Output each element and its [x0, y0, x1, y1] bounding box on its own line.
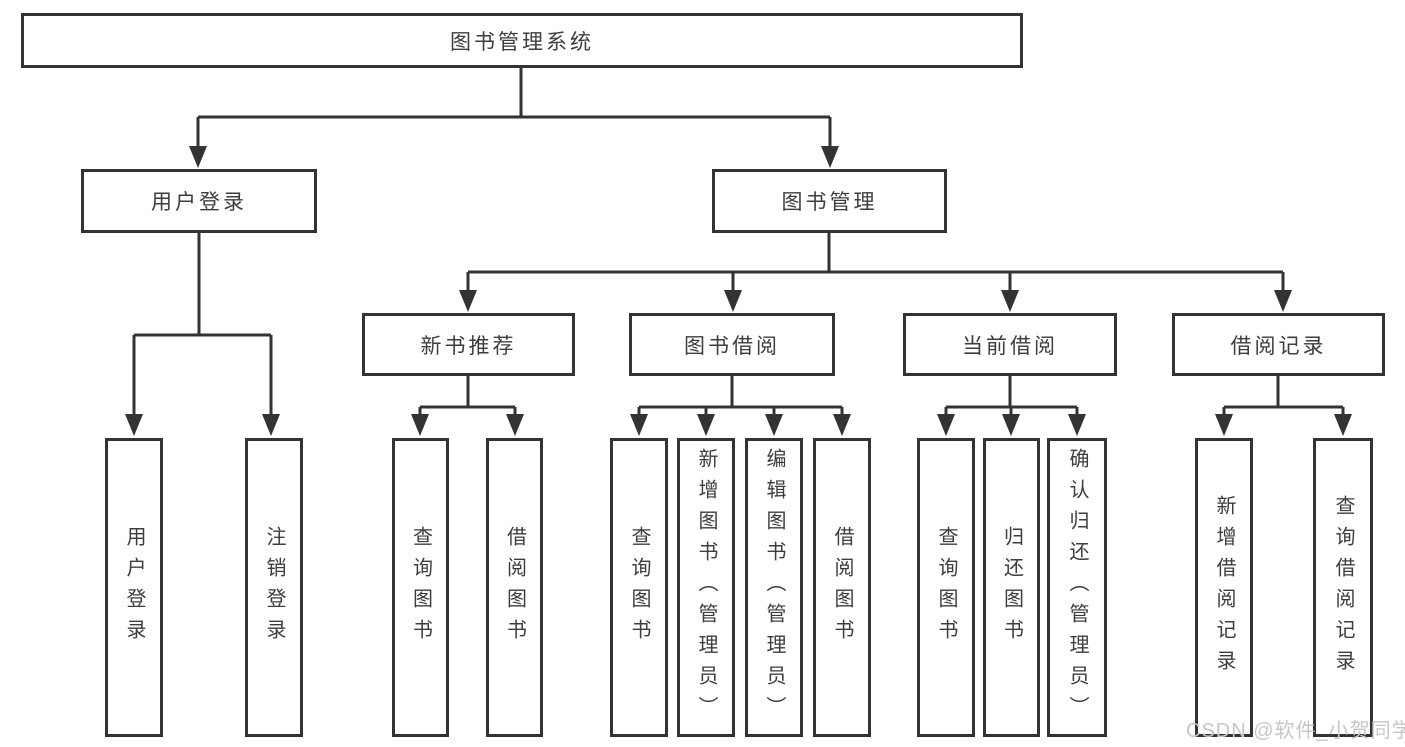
leaf-return-book-label: 归还图书: [1000, 525, 1023, 650]
leaf-query-books-recommend-label: 查询图书: [409, 525, 432, 650]
node-root: 图书管理系统: [21, 13, 1023, 68]
leaf-user-login: 用户登录: [105, 438, 163, 737]
node-current-borrow-label: 当前借阅: [962, 334, 1058, 358]
leaf-logout: 注销登录: [245, 438, 303, 737]
leaf-query-borrow-record-label: 查询借阅记录: [1332, 494, 1354, 681]
leaf-query-borrow-record: 查询借阅记录: [1313, 438, 1373, 737]
node-new-book-recommend-label: 新书推荐: [420, 334, 517, 358]
node-user-login: 用户登录: [81, 169, 317, 233]
leaf-confirm-return-admin: 确认归还（管理员）: [1047, 438, 1107, 737]
leaf-add-book-admin: 新增图书（管理员）: [677, 438, 735, 737]
node-book-management: 图书管理: [712, 169, 947, 233]
leaf-confirm-return-admin-label: 确认归还（管理员）: [1066, 448, 1088, 727]
node-root-label: 图书管理系统: [450, 30, 594, 54]
leaf-query-books-current: 查询图书: [917, 438, 975, 737]
leaf-add-borrow-record-label: 新增借阅记录: [1213, 494, 1235, 681]
leaf-logout-label: 注销登录: [263, 525, 285, 650]
node-user-login-label: 用户登录: [151, 191, 247, 214]
leaf-query-books-borrow-label: 查询图书: [628, 525, 650, 650]
leaf-query-books-borrow: 查询图书: [610, 438, 668, 737]
leaf-add-book-admin-label: 新增图书（管理员）: [695, 448, 717, 727]
leaf-borrow-books-recommend: 借阅图书: [486, 438, 543, 737]
node-book-management-label: 图书管理: [781, 191, 878, 214]
leaf-borrow-books-recommend-label: 借阅图书: [503, 525, 526, 650]
leaf-edit-book-admin-label: 编辑图书（管理员）: [763, 448, 785, 727]
node-book-borrow-label: 图书借阅: [684, 334, 780, 358]
node-new-book-recommend: 新书推荐: [362, 313, 575, 376]
node-current-borrow: 当前借阅: [903, 313, 1117, 376]
leaf-borrow-books: 借阅图书: [813, 438, 871, 737]
leaf-return-book: 归还图书: [983, 438, 1040, 737]
leaf-user-login-label: 用户登录: [123, 525, 145, 650]
watermark: CSDN @软件_小贺同学: [1186, 720, 1405, 742]
leaf-edit-book-admin: 编辑图书（管理员）: [745, 438, 803, 737]
node-book-borrow: 图书借阅: [629, 313, 835, 376]
leaf-borrow-books-label: 借阅图书: [831, 525, 853, 650]
node-borrow-records: 借阅记录: [1172, 313, 1385, 376]
leaf-query-books-current-label: 查询图书: [935, 525, 957, 650]
leaf-query-books-recommend: 查询图书: [392, 438, 449, 737]
node-borrow-records-label: 借阅记录: [1230, 334, 1327, 358]
leaf-add-borrow-record: 新增借阅记录: [1195, 438, 1253, 737]
